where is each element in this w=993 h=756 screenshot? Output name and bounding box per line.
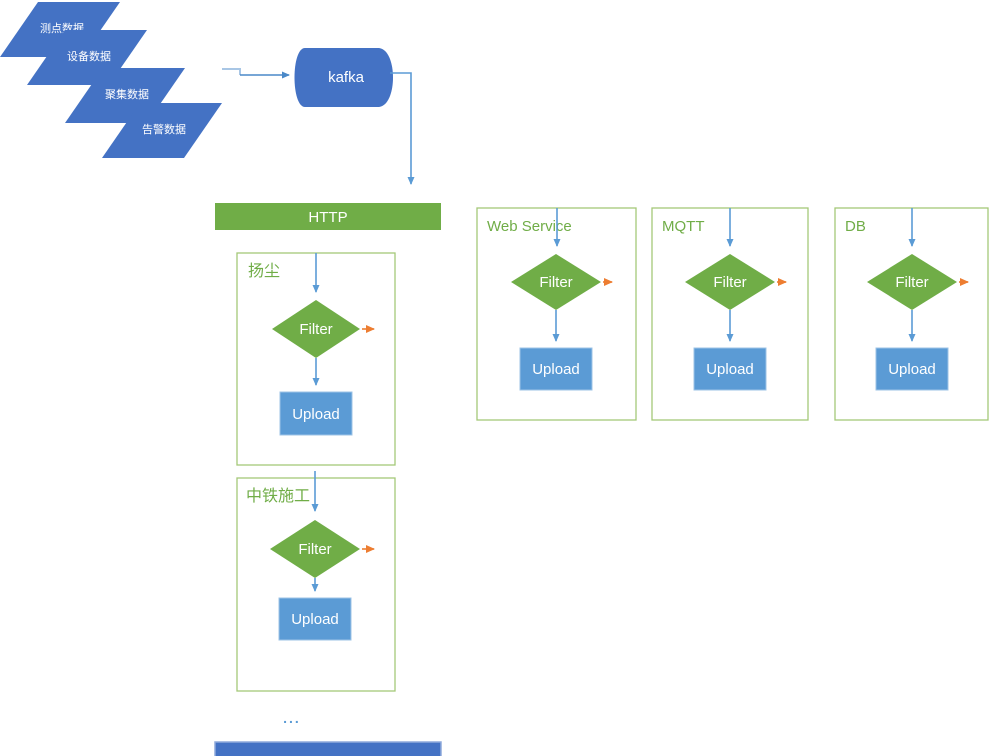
upload-box xyxy=(693,347,767,391)
channel-box-web-service: Web Service Filter Upload xyxy=(476,207,637,421)
connector-elbow-light xyxy=(222,68,241,75)
upload-box xyxy=(278,597,352,641)
upload-label: Upload xyxy=(291,611,339,628)
source-parallelogram-gaojing: 告警数据 xyxy=(102,103,222,158)
upload-label: Upload xyxy=(292,406,340,423)
filter-diamond xyxy=(867,254,957,310)
source-stack: 测点数据 设备数据 聚集数据 告警数据 xyxy=(0,2,222,158)
http-bar-label: HTTP xyxy=(308,209,347,226)
kafka-label: kafka xyxy=(328,69,365,86)
more-channels-ellipsis: ... xyxy=(283,710,301,726)
upload-box xyxy=(279,391,353,436)
kafka-store: kafka xyxy=(294,48,393,107)
source-label: 告警数据 xyxy=(142,122,186,136)
upload-label: Upload xyxy=(888,361,936,378)
bottom-bar xyxy=(214,741,442,756)
filter-diamond xyxy=(685,254,775,310)
channel-title: 中铁施工 xyxy=(246,487,310,505)
http-bar-shape xyxy=(215,203,441,230)
source-label: 设备数据 xyxy=(67,49,111,63)
channel-border xyxy=(236,477,396,692)
channel-title: 扬尘 xyxy=(248,262,280,280)
filter-label: Filter xyxy=(539,274,572,291)
channel-box-mqtt: MQTT Filter Upload xyxy=(651,207,809,421)
upload-label: Upload xyxy=(706,361,754,378)
filter-label: Filter xyxy=(895,274,928,291)
channel-title: Web Service xyxy=(487,218,572,235)
source-label: 聚集数据 xyxy=(105,87,149,101)
filter-diamond xyxy=(272,300,360,358)
kafka-cylinder-shape xyxy=(294,48,393,107)
channel-box-yangchen: 扬尘 Filter Upload xyxy=(236,252,396,466)
filter-label: Filter xyxy=(299,321,332,338)
parallelogram-shape xyxy=(102,103,222,158)
connector-stack-to-kafka xyxy=(222,68,290,79)
channel-box-zhongtie: 中铁施工 Filter Upload xyxy=(236,471,396,692)
upload-box xyxy=(875,347,949,391)
channel-title: DB xyxy=(845,218,866,235)
channel-title: MQTT xyxy=(662,218,705,235)
filter-label: Filter xyxy=(298,541,331,558)
upload-label: Upload xyxy=(532,361,580,378)
http-bar: HTTP xyxy=(215,203,441,230)
arrow-kafka-to-http xyxy=(390,72,415,185)
filter-diamond xyxy=(511,254,601,310)
channel-box-db: DB Filter Upload xyxy=(834,207,989,421)
upload-box xyxy=(519,347,593,391)
filter-diamond xyxy=(270,520,360,578)
filter-label: Filter xyxy=(713,274,746,291)
